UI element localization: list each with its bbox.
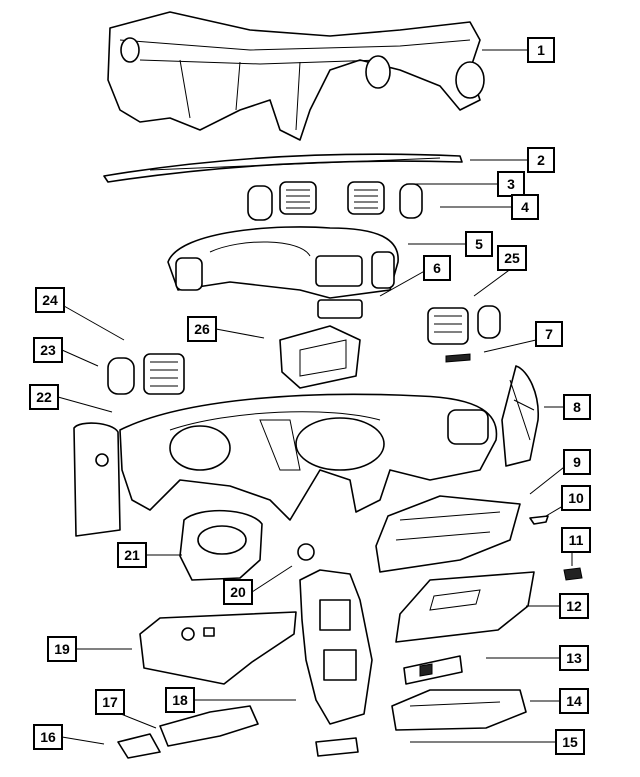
callout-label: 8	[573, 399, 581, 415]
callout-label: 26	[194, 321, 210, 337]
callout-label: 12	[566, 598, 582, 614]
callout-13: 13	[559, 645, 589, 671]
callout-15: 15	[555, 729, 585, 755]
callout-label: 18	[172, 692, 188, 708]
part-15-bracket	[315, 737, 359, 757]
callout-4: 4	[511, 194, 539, 220]
callout-18: 18	[165, 687, 195, 713]
callout-25: 25	[497, 245, 527, 271]
part-knee-panel	[139, 611, 297, 685]
callout-label: 14	[566, 693, 582, 709]
callout-label: 20	[230, 584, 246, 600]
callout-16: 16	[33, 724, 63, 750]
part-glove-box-door	[395, 571, 535, 643]
callout-label: 22	[36, 389, 52, 405]
part-11-latch	[563, 567, 583, 581]
part-6-block	[317, 299, 363, 319]
callout-label: 1	[537, 42, 545, 58]
callout-23: 23	[33, 337, 63, 363]
callout-label: 15	[562, 734, 578, 750]
callout-9: 9	[563, 449, 591, 475]
part-16-piece	[117, 733, 161, 759]
callout-label: 16	[40, 729, 56, 745]
callout-11: 11	[561, 527, 591, 553]
part-left-end-cap	[73, 422, 121, 537]
callout-label: 3	[507, 176, 515, 192]
callout-1: 1	[527, 37, 555, 63]
callout-label: 19	[54, 641, 70, 657]
part-instrument-panel	[119, 393, 498, 521]
callout-label: 23	[40, 342, 56, 358]
callout-label: 4	[521, 199, 529, 215]
part-center-support	[299, 569, 373, 725]
part-center-outlets	[279, 181, 385, 215]
callout-22: 22	[29, 384, 59, 410]
part-7-strip	[445, 353, 471, 363]
part-17-duct	[159, 705, 259, 747]
callout-label: 17	[102, 694, 118, 710]
callout-5: 5	[465, 231, 493, 257]
part-cross-car-beam	[107, 11, 485, 141]
part-13-bracket	[403, 655, 463, 685]
part-defroster-trim	[103, 153, 463, 183]
callout-8: 8	[563, 394, 591, 420]
callout-20: 20	[223, 579, 253, 605]
callout-label: 25	[504, 250, 520, 266]
part-right-outlet	[427, 305, 501, 345]
callout-2: 2	[527, 147, 555, 173]
callout-label: 7	[545, 326, 553, 342]
callout-17: 17	[95, 689, 125, 715]
callout-label: 21	[124, 547, 140, 563]
callout-24: 24	[35, 287, 65, 313]
part-cluster-bezel	[167, 226, 399, 299]
callout-label: 9	[573, 454, 581, 470]
part-lower-tray	[391, 689, 527, 731]
callout-3: 3	[497, 171, 525, 197]
part-outlet-bezels	[247, 183, 423, 221]
part-26-module	[279, 325, 361, 389]
callout-10: 10	[561, 485, 591, 511]
part-10-bracket	[529, 515, 549, 525]
part-glove-box-bin	[375, 495, 521, 573]
callout-12: 12	[559, 593, 589, 619]
callout-19: 19	[47, 636, 77, 662]
callout-label: 10	[568, 490, 584, 506]
callout-14: 14	[559, 688, 589, 714]
callout-26: 26	[187, 316, 217, 342]
callout-21: 21	[117, 542, 147, 568]
part-20-knob	[297, 543, 315, 561]
callout-label: 11	[569, 532, 584, 548]
callout-label: 13	[566, 650, 582, 666]
callout-label: 24	[42, 292, 58, 308]
part-right-end-panel	[501, 365, 539, 467]
callout-6: 6	[423, 255, 451, 281]
callout-label: 2	[537, 152, 545, 168]
callout-label: 6	[433, 260, 441, 276]
callout-7: 7	[535, 321, 563, 347]
part-left-outlet	[107, 353, 185, 395]
callout-label: 5	[475, 236, 483, 252]
part-column-cover	[179, 509, 263, 581]
